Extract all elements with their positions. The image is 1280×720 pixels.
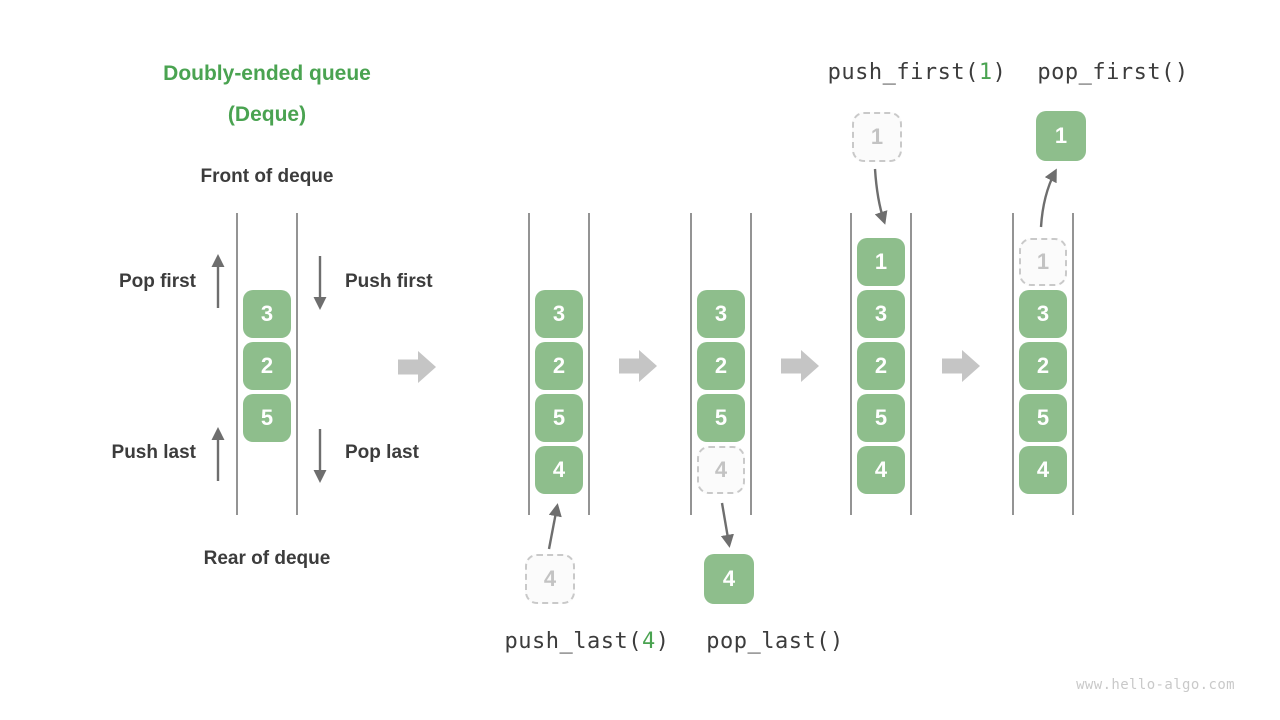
rear-of-deque-label: Rear of deque bbox=[203, 548, 331, 569]
queue-wall bbox=[850, 213, 852, 515]
deque-cell: 5 bbox=[857, 394, 905, 442]
queue-wall bbox=[1012, 213, 1014, 515]
deque-cell: 4 bbox=[857, 446, 905, 494]
code-text: ) bbox=[992, 60, 1007, 85]
queue-initial: 3 2 5 bbox=[236, 213, 298, 515]
deque-cell: 5 bbox=[535, 394, 583, 442]
incoming-value-box: 1 bbox=[852, 112, 902, 162]
outgoing-value-box: 4 bbox=[704, 554, 754, 604]
diagram-title: Doubly-ended queue bbox=[163, 62, 371, 85]
transition-arrow-icon bbox=[619, 350, 657, 382]
deque-cell: 3 bbox=[535, 290, 583, 338]
deque-cell: 2 bbox=[243, 342, 291, 390]
deque-cell: 5 bbox=[243, 394, 291, 442]
pop-last-label: Pop last bbox=[345, 442, 419, 463]
transition-arrow-icon bbox=[398, 351, 436, 383]
pop-first-label: Pop first bbox=[118, 271, 196, 292]
queue-wall bbox=[236, 213, 238, 515]
deque-cell: 3 bbox=[1019, 290, 1067, 338]
diagram-subtitle: (Deque) bbox=[227, 103, 307, 126]
pop-first-code-label: pop_first() bbox=[953, 60, 1273, 85]
queue-pop-first: 1 3 2 5 4 bbox=[1012, 213, 1074, 515]
push-last-code-label: push_last(4) bbox=[427, 629, 747, 654]
queue-wall bbox=[588, 213, 590, 515]
deque-cell: 2 bbox=[1019, 342, 1067, 390]
transition-arrow-icon bbox=[942, 350, 980, 382]
front-of-deque-label: Front of deque bbox=[200, 166, 334, 187]
deque-cell: 2 bbox=[857, 342, 905, 390]
queue-push-first: 1 3 2 5 4 bbox=[850, 213, 912, 515]
push-first-label: Push first bbox=[345, 271, 433, 292]
queue-pop-last: 3 2 5 4 bbox=[690, 213, 752, 515]
deque-cell: 2 bbox=[535, 342, 583, 390]
queue-push-last: 3 2 5 4 bbox=[528, 213, 590, 515]
deque-cell: 1 bbox=[857, 238, 905, 286]
queue-wall bbox=[1072, 213, 1074, 515]
code-arg: 4 bbox=[641, 629, 656, 654]
pop-last-code-label: pop_last() bbox=[615, 629, 935, 654]
push-last-label: Push last bbox=[111, 442, 196, 463]
deque-cell: 4 bbox=[535, 446, 583, 494]
queue-wall bbox=[690, 213, 692, 515]
watermark: www.hello-algo.com bbox=[1076, 677, 1235, 693]
queue-wall bbox=[750, 213, 752, 515]
code-arg: 1 bbox=[978, 60, 993, 85]
queue-wall bbox=[910, 213, 912, 515]
code-text: ) bbox=[655, 629, 670, 654]
code-text: pop_first() bbox=[1037, 60, 1189, 85]
deque-cell: 4 bbox=[1019, 446, 1067, 494]
code-text: push_first( bbox=[827, 60, 979, 85]
ghost-cell: 4 bbox=[697, 446, 745, 494]
outgoing-value-box: 1 bbox=[1036, 111, 1086, 161]
deque-cell: 3 bbox=[697, 290, 745, 338]
incoming-value-box: 4 bbox=[525, 554, 575, 604]
push-first-code-label: push_first(1) bbox=[757, 60, 1077, 85]
queue-wall bbox=[528, 213, 530, 515]
ghost-cell: 1 bbox=[1019, 238, 1067, 286]
deque-cell: 2 bbox=[697, 342, 745, 390]
deque-cell: 3 bbox=[243, 290, 291, 338]
code-text: pop_last() bbox=[706, 629, 844, 654]
deque-cell: 3 bbox=[857, 290, 905, 338]
queue-wall bbox=[296, 213, 298, 515]
deque-cell: 5 bbox=[1019, 394, 1067, 442]
deque-cell: 5 bbox=[697, 394, 745, 442]
transition-arrow-icon bbox=[781, 350, 819, 382]
code-text: push_last( bbox=[504, 629, 642, 654]
